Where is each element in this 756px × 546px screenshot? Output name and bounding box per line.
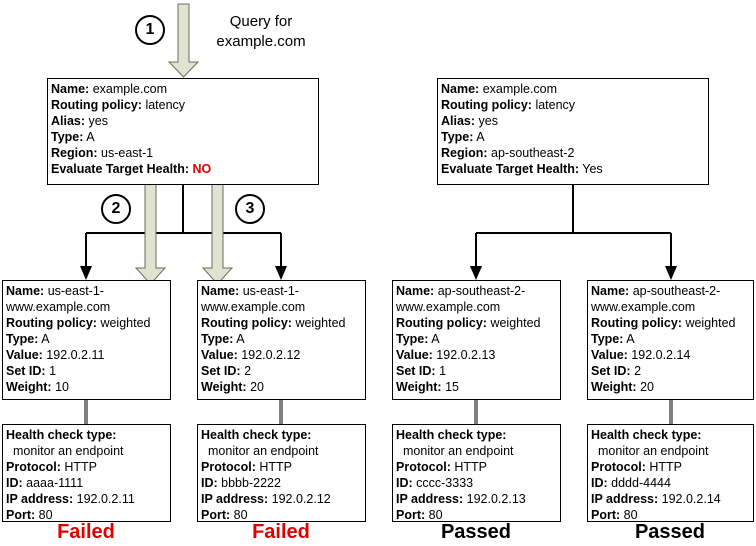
health-status-failed-2: Failed <box>252 521 310 543</box>
weighted-record-1: Name: us-east-1- www.example.com Routing… <box>2 280 171 400</box>
health-check-1: Health check type: monitor an endpoint P… <box>2 424 171 522</box>
weighted-record-4: Name: ap-southeast-2- www.example.com Ro… <box>587 280 754 400</box>
tree-connector-right <box>476 185 671 234</box>
flow-arrow-step-2 <box>134 181 167 285</box>
health-check-3: Health check type: monitor an endpoint P… <box>392 424 561 522</box>
health-check-2: Health check type: monitor an endpoint P… <box>197 424 366 522</box>
health-status-passed-3: Passed <box>440 521 512 543</box>
query-label-line-2: example.com <box>216 33 306 50</box>
weighted-record-3: Name: ap-southeast-2- www.example.com Ro… <box>392 280 561 400</box>
query-label-line-1: Query for <box>229 13 293 30</box>
query-label: Query for example.com <box>206 12 316 52</box>
tree-connector-left <box>86 185 281 234</box>
evaluate-target-health-no: NO <box>189 162 212 176</box>
latency-record-us-east-1: Name: example.com Routing policy: latenc… <box>47 78 319 185</box>
health-check-4: Health check type: monitor an endpoint P… <box>587 424 754 522</box>
step-2-marker: 2 <box>101 194 131 224</box>
query-flow-arrow <box>167 3 200 78</box>
health-status-failed-1: Failed <box>57 521 115 543</box>
step-1-marker: 1 <box>135 15 165 45</box>
weighted-record-2: Name: us-east-1- www.example.com Routing… <box>197 280 366 400</box>
health-status-passed-4: Passed <box>634 521 706 543</box>
evaluate-target-health-yes: Yes <box>579 162 603 176</box>
flow-arrow-step-3 <box>201 181 234 285</box>
latency-record-ap-southeast-2: Name: example.com Routing policy: latenc… <box>437 78 709 185</box>
step-3-marker: 3 <box>235 194 265 224</box>
